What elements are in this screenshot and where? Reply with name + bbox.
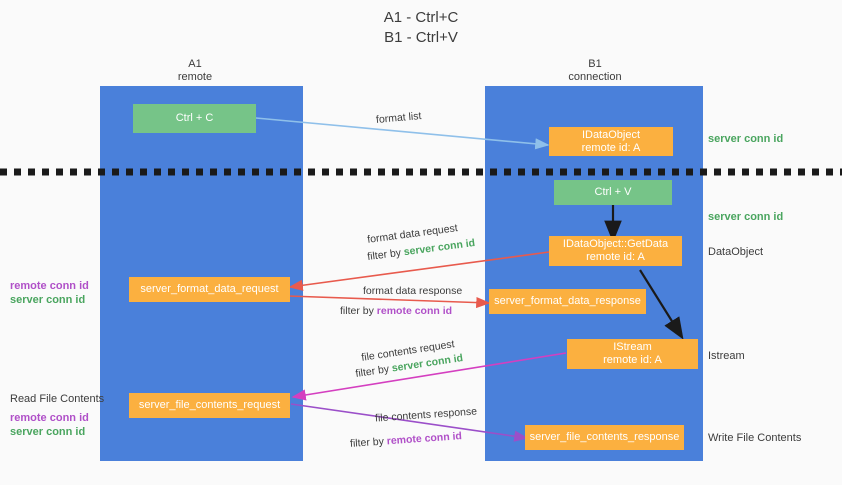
left-label-remote-conn-id-2: remote conn id	[10, 412, 89, 424]
right-label-server-conn-id-mid: server conn id	[708, 211, 784, 223]
node-server-file-contents-request[interactable]: server_file_contents_request	[129, 393, 290, 418]
filter-key-remote-conn-id: remote conn id	[376, 305, 453, 317]
column-header-b1: B1 connection	[568, 58, 622, 83]
right-label-istream: Istream	[708, 350, 745, 362]
edge-label-file-contents-response-filter: filter by remote conn id	[350, 430, 463, 451]
right-label-dataobject: DataObject	[708, 246, 764, 258]
filter-prefix: filter by	[349, 435, 388, 450]
edge-label-format-data-response-filter: filter by remote conn id	[340, 305, 452, 318]
node-idataobject[interactable]: IDataObject remote id: A	[549, 127, 673, 156]
node-ctrl-v[interactable]: Ctrl + V	[554, 180, 672, 205]
right-label-server-conn-id-top: server conn id	[708, 133, 784, 145]
left-label-server-conn-id-2: server conn id	[10, 426, 86, 438]
node-istream[interactable]: IStream remote id: A	[567, 339, 698, 369]
node-server-file-contents-response[interactable]: server_file_contents_response	[525, 425, 684, 450]
page-title: A1 - Ctrl+C B1 - Ctrl+V	[383, 9, 459, 46]
filter-key-remote-conn-id: remote conn id	[386, 430, 463, 448]
node-ctrl-c[interactable]: Ctrl + C	[133, 104, 256, 133]
filter-prefix: filter by	[340, 305, 377, 317]
column-header-a1: A1 remote	[177, 58, 213, 83]
right-label-write-file-contents: Write File Contents	[708, 432, 802, 444]
left-label-remote-conn-id-1: remote conn id	[10, 280, 89, 292]
left-label-read-file-contents: Read File Contents	[10, 393, 105, 405]
edge-label-file-contents-response: file contents response	[374, 405, 478, 425]
node-idataobject-getdata[interactable]: IDataObject::GetData remote id: A	[549, 236, 682, 266]
node-server-format-data-response[interactable]: server_format_data_response	[489, 289, 646, 314]
node-server-format-data-request[interactable]: server_format_data_request	[129, 277, 290, 302]
edge-label-format-data-response: format data response	[363, 285, 463, 297]
filter-prefix: filter by	[366, 246, 405, 264]
edge-label-format-list: format list	[375, 110, 422, 126]
left-label-server-conn-id-1: server conn id	[10, 294, 86, 306]
filter-prefix: filter by	[354, 362, 393, 380]
